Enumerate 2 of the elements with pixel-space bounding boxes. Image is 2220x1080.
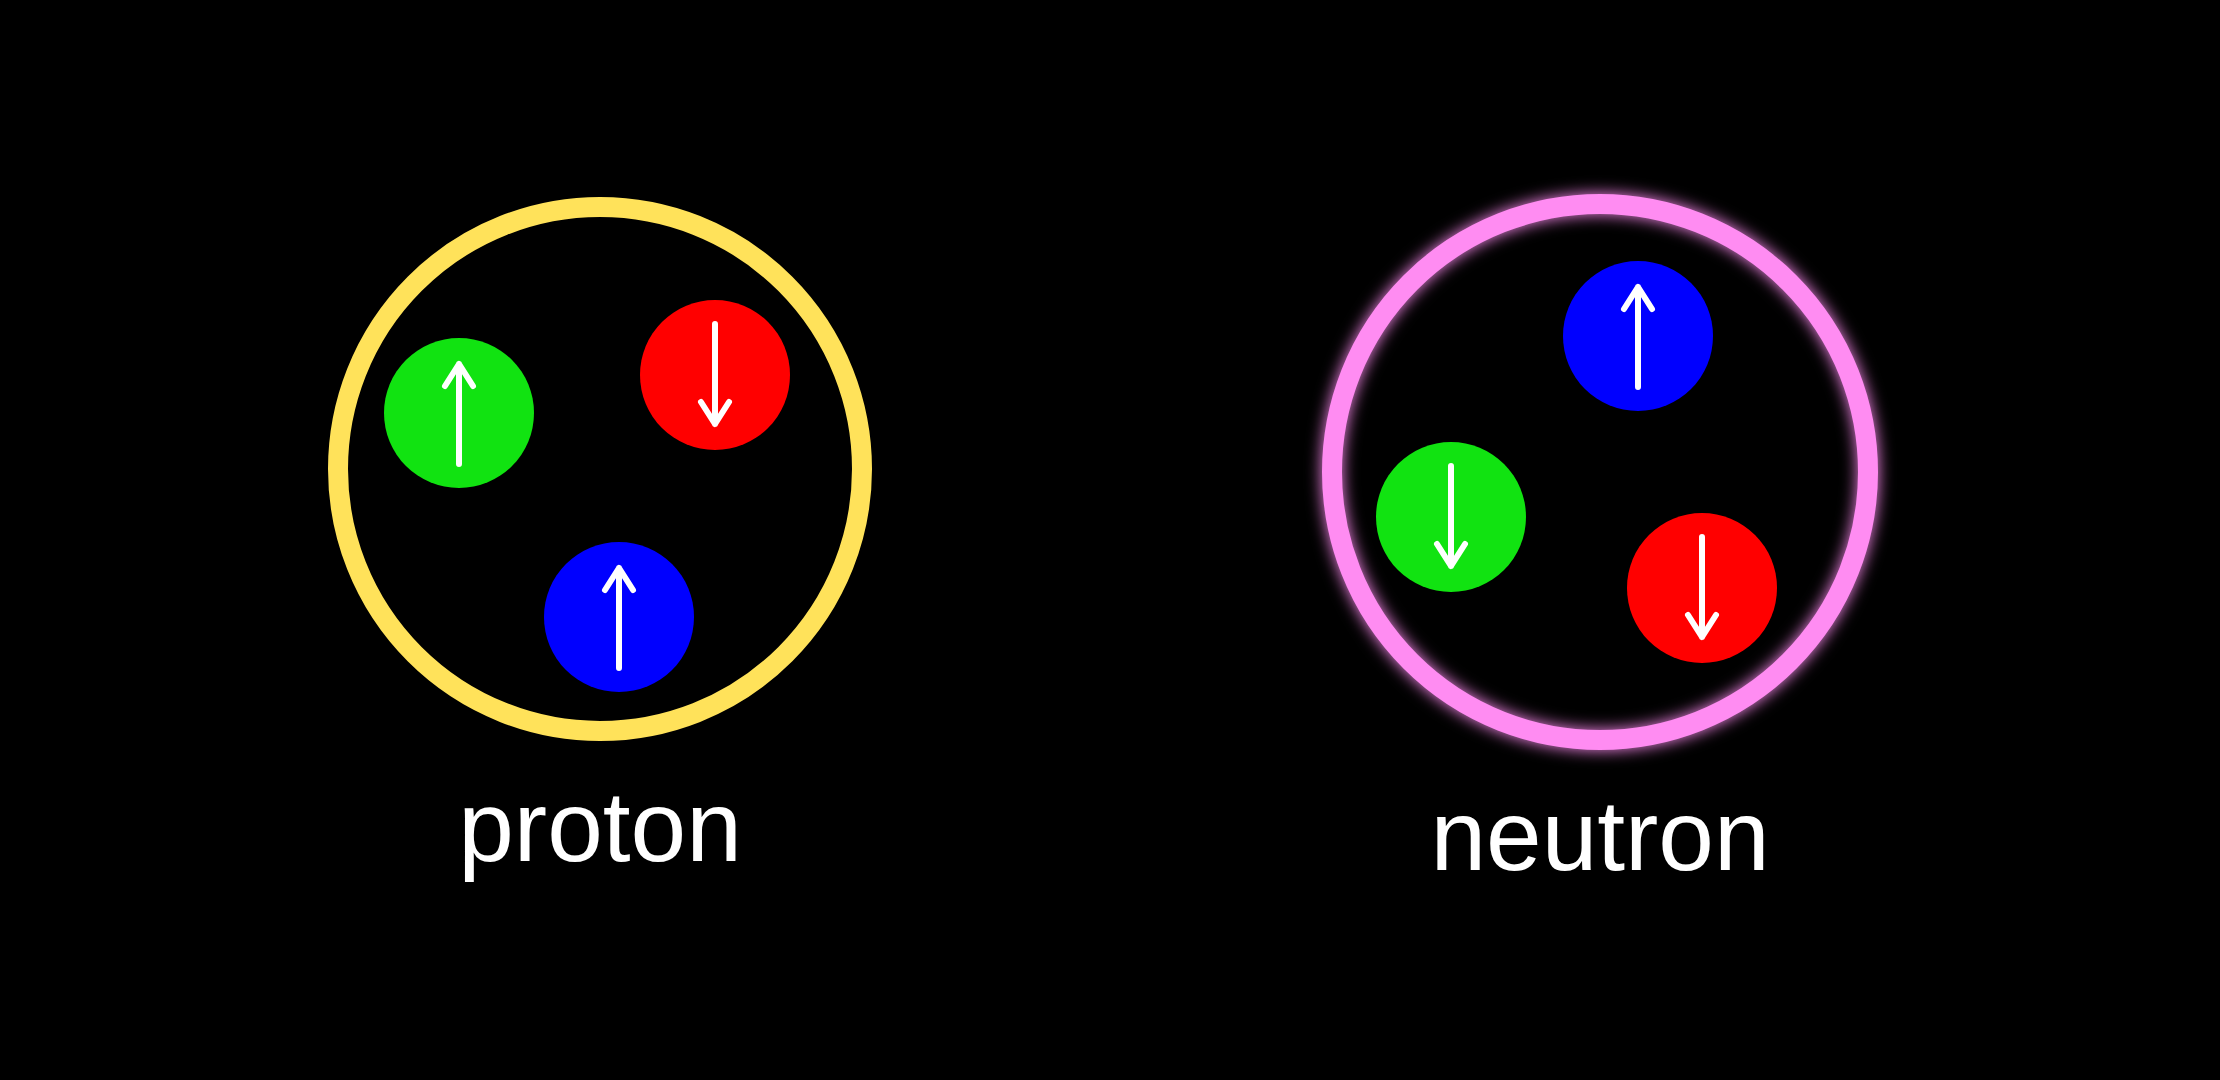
particle-name: proton [457,771,743,881]
particle-name: neutron [1429,780,1771,890]
